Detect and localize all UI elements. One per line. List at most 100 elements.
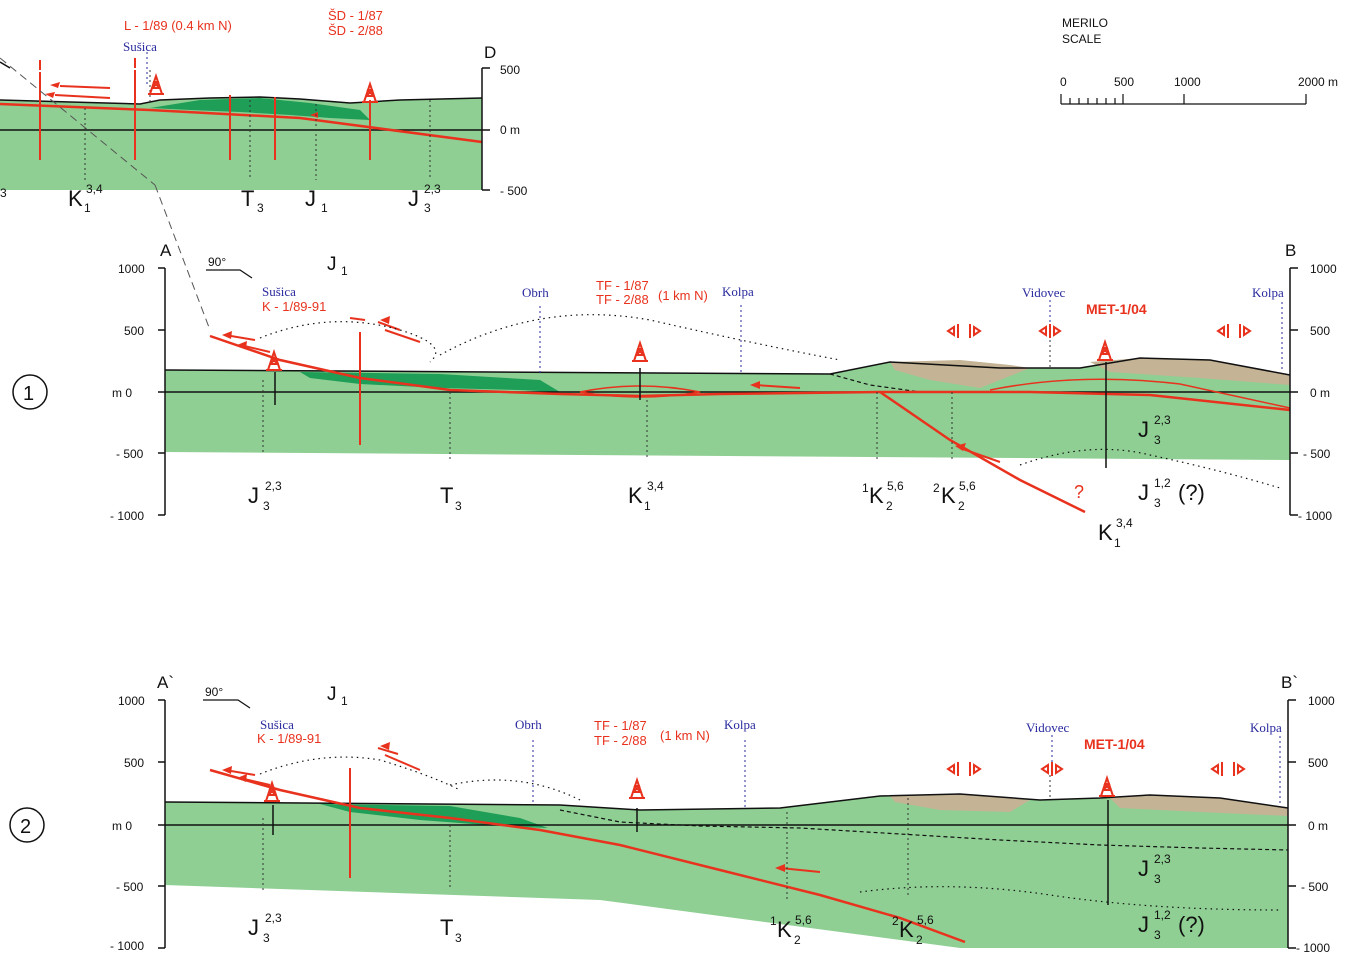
s1-strat-j1-top: J 1 — [327, 254, 348, 278]
s2-end-label: B` — [1281, 673, 1298, 692]
well-label-sd187: ŠD - 1/87 — [328, 8, 383, 23]
s2-well-met104: MET-1/04 — [1084, 736, 1145, 752]
section-1-deep-thrust — [879, 390, 1086, 514]
section-1-eroded-anticline — [259, 314, 841, 363]
well-label-sd288: ŠD - 2/88 — [328, 23, 383, 38]
svg-text:T: T — [440, 483, 453, 508]
s1-left-axis-500: 500 — [124, 324, 144, 338]
svg-text:1: 1 — [770, 914, 777, 928]
svg-text:(?): (?) — [1178, 912, 1205, 937]
s2-well-tf288: TF - 2/88 — [594, 733, 647, 748]
scale-bar: MERILO SCALE 0 500 1000 2000 m — [1060, 16, 1338, 105]
s2-left-axis-1000: 1000 — [118, 694, 145, 708]
s1-strat-k1-east: K 1 3,4 — [1098, 516, 1133, 550]
s1-well-tf288: TF - 2/88 — [596, 292, 649, 307]
svg-text:K: K — [628, 483, 643, 508]
section-top-axis-neg500: - 500 — [500, 184, 528, 198]
s1-start-label: A — [160, 241, 172, 260]
s1-strat-j3-lower: J 3 1,2 (?) — [1138, 476, 1205, 510]
section-1: 1 1000 500 m 0 - 500 - 1000 1000 — [12, 241, 1337, 550]
strat-label-top-j3: J 3 2,3 — [408, 182, 441, 215]
s2-well-k189: K - 1/89-91 — [257, 731, 321, 746]
svg-text:J: J — [1138, 480, 1149, 505]
s2-place-vidovec: Vidovec — [1026, 720, 1069, 735]
svg-text:1: 1 — [341, 694, 348, 708]
s1-strat-t3: T 3 — [440, 483, 462, 513]
svg-text:1: 1 — [862, 481, 869, 495]
s2-strat-t3: T 3 — [440, 915, 462, 945]
s1-left-axis-neg500: - 500 — [116, 447, 144, 461]
svg-text:1: 1 — [1114, 536, 1121, 550]
section-top-partial-label: 3 — [0, 186, 7, 200]
section-2-main-thrust — [209, 768, 966, 944]
svg-text:T: T — [440, 915, 453, 940]
svg-text:1: 1 — [84, 201, 91, 215]
svg-text:3: 3 — [1154, 496, 1161, 510]
svg-text:J: J — [327, 254, 337, 275]
svg-text:3,4: 3,4 — [1116, 516, 1133, 530]
svg-text:3,4: 3,4 — [86, 182, 103, 196]
scale-tick-1000: 1000 — [1174, 75, 1201, 89]
s1-azimuth: 90° — [208, 255, 226, 269]
svg-text:J: J — [1138, 417, 1149, 442]
s1-strat-1k2: 1 K 2 5,6 — [862, 479, 904, 513]
svg-text:K: K — [68, 186, 83, 211]
section-top: D 500 0 m - 500 L - 1/89 (0.4 km N) ŠD -… — [0, 8, 528, 215]
svg-text:5,6: 5,6 — [887, 479, 904, 493]
section-top-thrust — [0, 102, 483, 144]
s1-well-k189: K - 1/89-91 — [262, 299, 326, 314]
svg-text:3,4: 3,4 — [647, 479, 664, 493]
section-top-end-label: D — [484, 43, 496, 62]
svg-text:2: 2 — [933, 481, 940, 495]
s2-right-axis-neg500: - 500 — [1301, 880, 1329, 894]
svg-text:2: 2 — [916, 933, 923, 947]
s1-end-label: B — [1285, 241, 1296, 260]
svg-text:3: 3 — [455, 931, 462, 945]
s1-place-kolpa-east: Kolpa — [1252, 285, 1284, 300]
s1-place-obrh: Obrh — [522, 285, 549, 300]
svg-text:1,2: 1,2 — [1154, 476, 1171, 490]
svg-text:3: 3 — [424, 201, 431, 215]
scale-title: MERILO — [1062, 16, 1108, 30]
section-top-axis-500: 500 — [500, 63, 520, 77]
s1-well-distance: (1 km N) — [658, 288, 708, 303]
section-1-tan-unit-2 — [1090, 358, 1290, 385]
svg-text:K: K — [777, 917, 792, 942]
section-2-eroded-anticline — [259, 756, 581, 801]
strat-label-top-j1: J 1 — [305, 186, 328, 215]
s2-start-label: A` — [157, 673, 174, 692]
s1-right-axis-0: 0 m — [1310, 386, 1330, 400]
s1-right-axis-neg500: - 500 — [1303, 447, 1331, 461]
svg-text:T: T — [241, 186, 254, 211]
svg-text:(?): (?) — [1178, 480, 1205, 505]
s2-strat-j3-lower: J 3 1,2 (?) — [1138, 908, 1205, 942]
s2-well-tf187: TF - 1/87 — [594, 718, 647, 733]
s2-strat-j3-west: J 3 2,3 — [248, 911, 282, 945]
s1-left-axis-0: m 0 — [112, 386, 132, 400]
s1-strat-k1: K 1 3,4 — [628, 479, 664, 513]
s2-strat-2k2: 2 K 2 5,6 — [892, 913, 934, 947]
s1-strat-j3-east: J 3 2,3 — [1138, 413, 1171, 447]
s1-right-axis-neg1000: - 1000 — [1298, 509, 1332, 523]
section-top-basement — [0, 130, 482, 190]
s1-well-met104: MET-1/04 — [1086, 301, 1147, 317]
section-2-tan-unit-1 — [890, 794, 1030, 812]
s1-left-axis-1000: 1000 — [118, 262, 145, 276]
svg-text:2,3: 2,3 — [265, 479, 282, 493]
s1-left-axis-neg1000: - 1000 — [110, 509, 144, 523]
svg-text:J: J — [248, 483, 259, 508]
svg-text:2: 2 — [794, 933, 801, 947]
svg-text:1: 1 — [321, 201, 328, 215]
svg-text:2: 2 — [892, 914, 899, 928]
section-2: 2 1000 500 m 0 - 500 - 1000 1000 500 — [9, 673, 1335, 955]
svg-text:5,6: 5,6 — [795, 913, 812, 927]
svg-text:J: J — [1138, 856, 1149, 881]
s2-strat-j1-top: J 1 — [327, 684, 348, 708]
s2-place-susica: Sušica — [260, 717, 294, 732]
s1-uncertain-marker: ? — [1074, 482, 1084, 502]
s2-left-axis-0: m 0 — [112, 819, 132, 833]
section-top-axis-0: 0 m — [500, 123, 520, 137]
section-1-number: 1 — [23, 383, 34, 405]
section-top-cover — [0, 97, 482, 130]
